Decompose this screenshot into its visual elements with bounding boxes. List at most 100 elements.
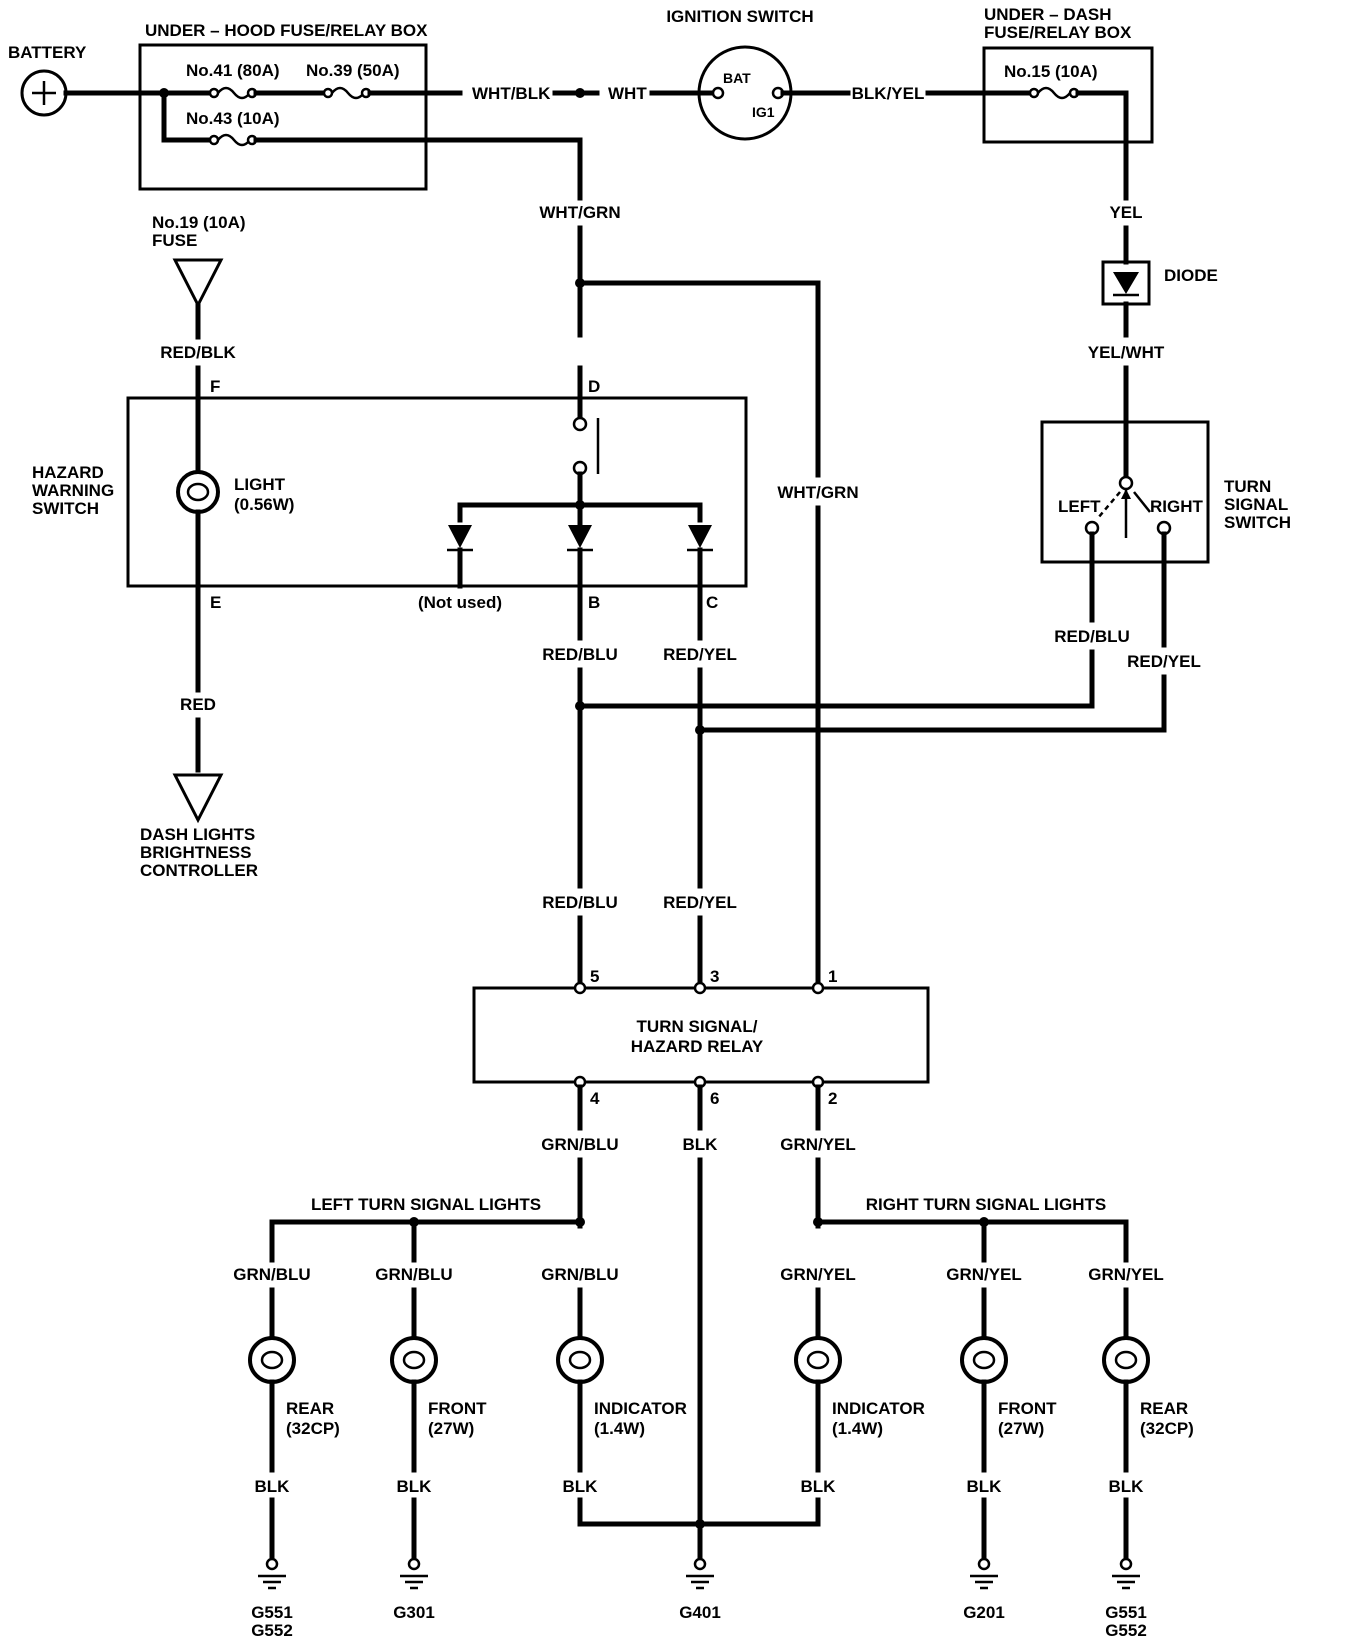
wire-label-red-blu-relay: RED/BLU: [542, 893, 618, 912]
light-rating-label: (0.56W): [234, 495, 294, 514]
dash-lights-label-1: DASH LIGHTS: [140, 825, 255, 844]
right-indicator-rating: (1.4W): [832, 1419, 883, 1438]
wire-label-grn-blu-4: GRN/BLU: [541, 1135, 618, 1154]
wire-label-red-yel-sw: RED/YEL: [1127, 652, 1201, 671]
right-rear-rating: (32CP): [1140, 1419, 1194, 1438]
diode-label: DIODE: [1164, 266, 1218, 285]
ground-label-g552-left: G552: [251, 1621, 293, 1640]
left-indicator-label: INDICATOR: [594, 1399, 687, 1418]
light-label: LIGHT: [234, 475, 286, 494]
wire-label-wht-grn-1: WHT/GRN: [539, 203, 620, 222]
ground-label-g551-left: G551: [251, 1603, 293, 1622]
left-front-rating: (27W): [428, 1419, 474, 1438]
wire-label-grn-yel-rear: GRN/YEL: [1088, 1265, 1164, 1284]
wire-label-blk-6: BLK: [683, 1135, 719, 1154]
hazard-label-2: WARNING: [32, 481, 114, 500]
left-indicator-bulb-icon: [556, 1336, 604, 1384]
relay-pin-1: 1: [828, 967, 837, 986]
left-rear-bulb-icon: [248, 1336, 296, 1384]
right-front-rating: (27W): [998, 1419, 1044, 1438]
hazard-diode-c-icon: [687, 525, 713, 552]
left-front-label: FRONT: [428, 1399, 487, 1418]
left-front-bulb-icon: [390, 1336, 438, 1384]
right-front-label: FRONT: [998, 1399, 1057, 1418]
relay-pin-6: 6: [710, 1089, 719, 1108]
hazard-light-bulb-icon: [176, 470, 220, 514]
not-used-label: (Not used): [418, 593, 502, 612]
ig1-terminal-label: IG1: [752, 104, 775, 120]
wire-label-grn-blu-ind: GRN/BLU: [541, 1265, 618, 1284]
relay-pin-3: 3: [710, 967, 719, 986]
left-indicator-rating: (1.4W): [594, 1419, 645, 1438]
battery-label: BATTERY: [8, 43, 87, 62]
wire-label-blk-left-ind: BLK: [563, 1477, 599, 1496]
turn-switch-label-2: SIGNAL: [1224, 495, 1288, 514]
under-dash-label-2: FUSE/RELAY BOX: [984, 23, 1132, 42]
right-lights-label: RIGHT TURN SIGNAL LIGHTS: [866, 1195, 1107, 1214]
fuse-19-label-2: FUSE: [152, 231, 197, 250]
fuse-19-label-1: No.19 (10A): [152, 213, 246, 232]
wire-label-blk-left-rear: BLK: [255, 1477, 291, 1496]
hazard-label-1: HAZARD: [32, 463, 104, 482]
under-dash-label-1: UNDER – DASH: [984, 5, 1112, 24]
battery-symbol: [20, 69, 68, 117]
ignition-switch-label: IGNITION SWITCH: [666, 7, 813, 26]
relay-label-1: TURN SIGNAL/: [637, 1017, 758, 1036]
dash-lights-label-3: CONTROLLER: [140, 861, 258, 880]
left-lights-label: LEFT TURN SIGNAL LIGHTS: [311, 1195, 541, 1214]
fuse-41-label: No.41 (80A): [186, 61, 280, 80]
hazard-contact-top: [572, 416, 588, 432]
wire-label-grn-blu-front: GRN/BLU: [375, 1265, 452, 1284]
wire-label-yel: YEL: [1109, 203, 1142, 222]
right-front-bulb-icon: [960, 1336, 1008, 1384]
ground-label-g551-right: G551: [1105, 1603, 1147, 1622]
bulb-column-lines: [269, 1287, 1129, 1341]
hazard-label-3: SWITCH: [32, 499, 99, 518]
wire-label-grn-yel-ind: GRN/YEL: [780, 1265, 856, 1284]
hazard-diode-b-icon: [567, 525, 593, 552]
ground-label-g552-right: G552: [1105, 1621, 1147, 1640]
under-hood-box-label: UNDER – HOOD FUSE/RELAY BOX: [145, 21, 428, 40]
pin-label-b: B: [588, 593, 600, 612]
wire-label-wht-blk: WHT/BLK: [472, 84, 551, 103]
relay-pin-5: 5: [590, 967, 599, 986]
wire-label-blk-yel: BLK/YEL: [852, 84, 925, 103]
wire-label-red-yel-c: RED/YEL: [663, 645, 737, 664]
left-rear-label: REAR: [286, 1399, 334, 1418]
wire-label-grn-blu-rear: GRN/BLU: [233, 1265, 310, 1284]
wire-label-wht-grn-3: WHT/GRN: [777, 483, 858, 502]
wire-label-wht: WHT: [608, 84, 647, 103]
pin-label-d: D: [588, 377, 600, 396]
dash-lights-triangle: [172, 773, 224, 824]
left-position-label: LEFT: [1058, 497, 1101, 516]
wire-label-grn-yel-2: GRN/YEL: [780, 1135, 856, 1154]
pin-label-f: F: [210, 377, 220, 396]
bat-terminal-label: BAT: [723, 70, 751, 86]
turn-switch-label-3: SWITCH: [1224, 513, 1291, 532]
fuse-43-icon: [208, 133, 258, 147]
ground-icon-g551-left: [258, 1557, 286, 1590]
diode-icon: [1101, 260, 1151, 306]
under-hood-fuse-box: [138, 43, 428, 191]
fuse-19-triangle: [172, 258, 224, 309]
fuse-15-label: No.15 (10A): [1004, 62, 1098, 81]
fuse-41-icon: [208, 86, 258, 100]
wire-label-blk-left-front: BLK: [397, 1477, 433, 1496]
wire-label-blk-right-rear: BLK: [1109, 1477, 1145, 1496]
wire-label-red-blu-sw: RED/BLU: [1054, 627, 1130, 646]
ground-icon-g551-right: [1112, 1557, 1140, 1590]
right-rear-label: REAR: [1140, 1399, 1188, 1418]
wire-label-grn-yel-front: GRN/YEL: [946, 1265, 1022, 1284]
under-dash-fuse-box: [982, 46, 1154, 144]
wire-label-red-blu-b: RED/BLU: [542, 645, 618, 664]
fuse-39-icon: [322, 86, 372, 100]
hazard-warning-switch: [126, 396, 748, 588]
right-position-label: RIGHT: [1150, 497, 1204, 516]
relay-label-2: HAZARD RELAY: [631, 1037, 764, 1056]
right-indicator-bulb-icon: [794, 1336, 842, 1384]
wire-label-yel-wht: YEL/WHT: [1088, 343, 1165, 362]
relay-pin-2: 2: [828, 1089, 837, 1108]
right-indicator-label: INDICATOR: [832, 1399, 925, 1418]
ground-label-g401: G401: [679, 1603, 721, 1622]
